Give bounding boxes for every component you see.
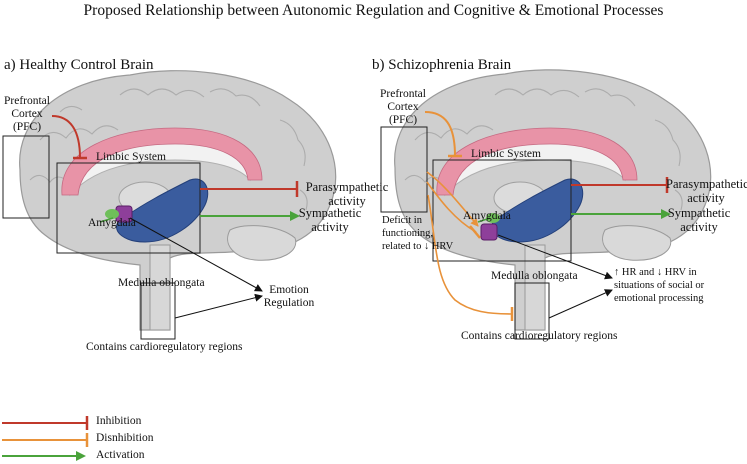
- amygdala-label-b: Amygdala: [463, 210, 511, 222]
- brain-b-illustration: [394, 69, 712, 331]
- amygdala-label-a: Amygdala: [88, 217, 136, 229]
- amygdala-to-hrv-b: [497, 234, 613, 280]
- sympathetic-label-a: Sympathetic activity: [298, 206, 362, 235]
- hrv-label-b: ↑ HR and ↓ HRV in situations of social o…: [614, 267, 705, 305]
- pfc-label-b: Prefrontal Cortex (PFC): [380, 88, 426, 127]
- legend-disinhibition-label: Disnhibition: [96, 432, 154, 444]
- medulla-box-a: [140, 282, 176, 340]
- panel-a-title: a) Healthy Control Brain: [4, 57, 154, 73]
- parasympathetic-label-a: Parasympathetic activity: [305, 180, 389, 209]
- sympathetic-label-b: Sympathetic activity: [667, 206, 731, 235]
- cardio-label-b: Contains cardioregulatory regions: [461, 330, 618, 342]
- amygdala-to-emotion-a: [129, 217, 263, 292]
- limbic-label-a: Limbic System: [96, 151, 166, 163]
- legend-activation-label: Activation: [96, 449, 145, 461]
- medulla-to-emotion-a: [174, 293, 263, 319]
- medulla-to-hrv-b: [548, 289, 613, 319]
- pfc-inhibition-a: [51, 115, 81, 159]
- deficit-label-b: Deficit in functioning, related to ↓ HRV: [382, 215, 454, 253]
- cardio-label-a: Contains cardioregulatory regions: [86, 341, 243, 353]
- medulla-label-a: Medulla oblongata: [118, 277, 205, 289]
- limbic-box-b: [432, 159, 572, 262]
- pfc-box-a: [2, 135, 50, 219]
- pfc-box-b: [380, 126, 428, 213]
- emotion-regulation-label: Emotion Regulation: [263, 284, 315, 310]
- limbic-box-a: [56, 162, 201, 254]
- pfc-medulla-disinhibition-b: [427, 194, 513, 315]
- medulla-box-b: [514, 282, 550, 340]
- pfc-disinhibition-b: [424, 111, 456, 157]
- legend-inhibition-label: Inhibition: [96, 415, 142, 427]
- parasympathetic-label-b: Parasympathetic activity: [666, 177, 747, 206]
- pfc-label-a: Prefrontal Cortex (PFC): [4, 95, 50, 134]
- figure-title: Proposed Relationship between Autonomic …: [83, 2, 664, 19]
- panel-b-title: b) Schizophrenia Brain: [372, 57, 512, 73]
- legend: [2, 416, 89, 461]
- limbic-label-b: Limbic System: [471, 148, 541, 160]
- brain-a-illustration: [19, 70, 337, 331]
- medulla-label-b: Medulla oblongata: [491, 270, 578, 282]
